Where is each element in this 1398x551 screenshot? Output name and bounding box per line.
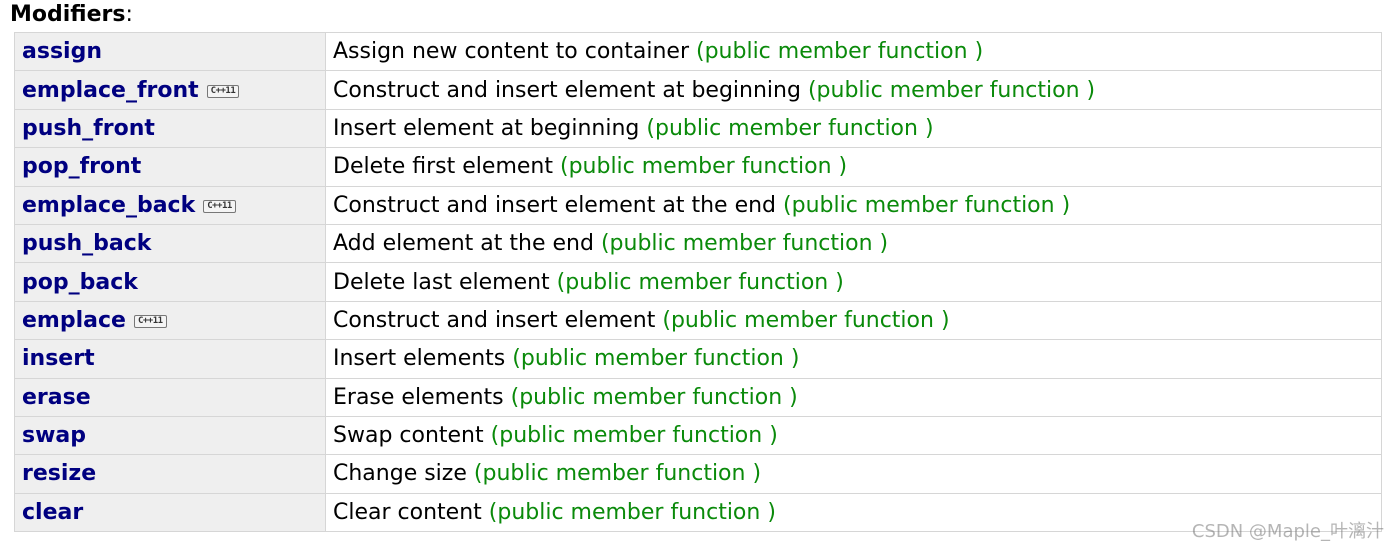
member-name-cell: assign <box>14 31 326 72</box>
member-row-pop-front: pop_front Delete first element (public me… <box>14 147 1382 187</box>
member-description: Swap content <box>333 423 484 449</box>
member-description: Add element at the end <box>333 231 594 257</box>
member-link[interactable]: push_back <box>22 231 152 257</box>
member-link[interactable]: emplace <box>22 307 126 333</box>
member-description: Clear content <box>333 499 482 525</box>
member-row-emplace-back: emplace_back C++11 Construct and insert el… <box>14 185 1382 225</box>
member-name-cell: emplace C++11 <box>14 300 326 341</box>
member-name-cell: erase <box>14 377 326 417</box>
member-name-cell: resize <box>14 454 326 494</box>
section-title: Modifiers: <box>10 2 133 28</box>
member-row-clear: clear Clear content (public member functi… <box>14 492 1382 533</box>
member-link[interactable]: swap <box>22 423 87 449</box>
member-name-cell: push_front <box>14 108 326 149</box>
member-kind: (public member function ) <box>512 346 800 372</box>
member-link[interactable]: insert <box>22 346 95 372</box>
member-row-push-back: push_back Add element at the end (public … <box>14 223 1382 264</box>
member-description-cell: Erase elements (public member function ) <box>325 377 1382 417</box>
member-link[interactable]: push_front <box>22 115 155 141</box>
member-description: Change size <box>333 461 467 487</box>
member-name-cell: insert <box>14 339 326 379</box>
member-name-cell: pop_front <box>14 147 326 187</box>
member-description-cell: Swap content (public member function ) <box>325 415 1382 456</box>
member-kind: (public member function ) <box>783 192 1071 218</box>
member-description-cell: Assign new content to container (public … <box>325 31 1382 72</box>
member-kind: (public member function ) <box>490 423 778 449</box>
member-description: Delete last element <box>333 269 550 295</box>
member-kind: (public member function ) <box>600 231 889 257</box>
watermark: CSDN @Maple_叶漓汁 <box>1191 521 1384 542</box>
member-name-cell: clear <box>14 492 326 533</box>
member-link[interactable]: emplace_back <box>22 192 196 218</box>
member-link[interactable]: emplace_front <box>22 77 199 103</box>
member-link[interactable]: resize <box>22 461 97 487</box>
modifiers-table: assign Assign new content to container (p… <box>14 31 1382 533</box>
member-kind: (public member function ) <box>559 154 848 180</box>
member-link[interactable]: assign <box>22 39 102 65</box>
member-description: Delete first element <box>333 154 553 180</box>
member-row-emplace: emplace C++11 Construct and insert element… <box>14 300 1382 341</box>
member-row-insert: insert Insert elements (public member fun… <box>14 339 1382 379</box>
member-link[interactable]: erase <box>22 384 91 410</box>
cpp11-badge-icon: C++11 <box>133 314 167 328</box>
member-row-swap: swap Swap content (public member function… <box>14 415 1382 456</box>
member-description-cell: Insert element at beginning (public memb… <box>325 108 1382 149</box>
member-kind: (public member function ) <box>662 307 950 333</box>
member-description-cell: Delete first element (public member func… <box>325 147 1382 187</box>
member-row-emplace-front: emplace_front C++11 Construct and insert e… <box>14 70 1382 110</box>
member-description-cell: Clear content (public member function ) <box>325 492 1382 533</box>
member-description-cell: Insert elements (public member function … <box>325 339 1382 379</box>
member-row-push-front: push_front Insert element at beginning (p… <box>14 108 1382 149</box>
member-name-cell: emplace_front C++11 <box>14 70 326 110</box>
member-description-cell: Construct and insert element (public mem… <box>325 300 1382 341</box>
member-name-cell: pop_back <box>14 262 326 302</box>
member-description-cell: Change size (public member function ) <box>325 454 1382 494</box>
member-description-cell: Delete last element (public member funct… <box>325 262 1382 302</box>
member-link[interactable]: pop_back <box>22 269 138 295</box>
member-description: Insert elements <box>333 346 506 372</box>
member-kind: (public member function ) <box>696 39 984 65</box>
modifiers-table-body: assign Assign new content to container (p… <box>14 31 1382 533</box>
member-kind: (public member function ) <box>473 461 762 487</box>
cpp11-badge-icon: C++11 <box>203 199 236 213</box>
member-name-cell: emplace_back C++11 <box>14 185 326 225</box>
member-description: Erase elements <box>333 384 504 410</box>
member-description: Insert element at beginning <box>333 115 640 141</box>
section-title-colon: : <box>125 2 133 27</box>
member-description-cell: Add element at the end (public member fu… <box>325 223 1382 264</box>
cpp11-badge-icon: C++11 <box>206 84 240 98</box>
member-kind: (public member function ) <box>646 115 934 141</box>
member-row-pop-back: pop_back Delete last element (public memb… <box>14 262 1382 302</box>
member-description: Construct and insert element at beginnin… <box>333 77 801 103</box>
member-name-cell: swap <box>14 415 326 456</box>
member-link[interactable]: clear <box>22 499 84 525</box>
member-kind: (public member function ) <box>807 77 1096 103</box>
member-kind: (public member function ) <box>488 499 776 525</box>
member-kind: (public member function ) <box>556 269 844 295</box>
member-description-cell: Construct and insert element at the end … <box>325 185 1382 225</box>
member-description-cell: Construct and insert element at beginnin… <box>325 70 1382 110</box>
member-kind: (public member function ) <box>510 384 798 410</box>
member-description: Construct and insert element at the end <box>333 192 777 218</box>
member-row-resize: resize Change size (public member functio… <box>14 454 1382 494</box>
section-title-text: Modifiers <box>10 2 126 27</box>
member-link[interactable]: pop_front <box>22 154 142 180</box>
member-name-cell: push_back <box>14 223 326 264</box>
member-description: Construct and insert element <box>333 307 656 333</box>
member-description: Assign new content to container <box>333 39 689 65</box>
member-row-erase: erase Erase elements (public member funct… <box>14 377 1382 417</box>
member-row-assign: assign Assign new content to container (p… <box>14 31 1382 72</box>
